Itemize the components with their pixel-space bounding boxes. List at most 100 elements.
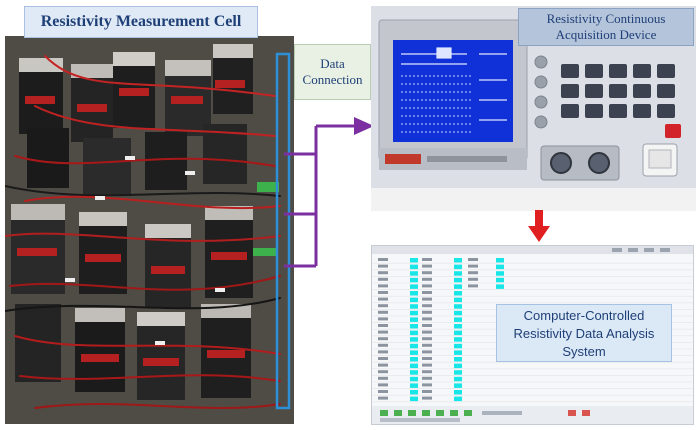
analysis-line-3: System (562, 344, 606, 359)
software-table-cell (454, 284, 462, 289)
software-table-cell (378, 383, 388, 387)
software-table-cell (378, 284, 388, 288)
software-table-cell (422, 343, 432, 347)
analysis-line-2: Resistivity Data Analysis (513, 326, 655, 341)
software-table-cell (422, 383, 432, 387)
software-table-cell (496, 258, 504, 263)
lcd-screen (393, 40, 513, 142)
software-table-cell (410, 370, 418, 375)
software-table-cell (422, 304, 432, 308)
software-table-cell (422, 324, 432, 327)
software-table-cell (378, 317, 388, 321)
software-table-cell (378, 343, 388, 347)
software-table-cell (454, 330, 462, 336)
software-table-cell (422, 271, 432, 275)
software-table-cell (422, 297, 432, 301)
software-table-cell (410, 277, 418, 283)
software-table-cell (422, 291, 432, 294)
software-table-cell (378, 396, 388, 400)
software-table-cell (410, 324, 418, 329)
software-table-cell (410, 258, 418, 263)
software-table-cell (468, 271, 478, 275)
software-table-cell (454, 343, 462, 349)
software-table-cell (378, 370, 388, 374)
software-table-cell (454, 383, 462, 388)
software-table-cell (378, 376, 388, 380)
software-table-cell (496, 264, 504, 270)
software-table-cell (378, 258, 388, 261)
software-table-cell (422, 310, 432, 314)
software-table-cell (468, 264, 478, 268)
software-table-cell (454, 350, 462, 355)
software-table-cell (422, 376, 432, 380)
software-table-cell (454, 264, 462, 270)
software-table-cell (454, 258, 462, 263)
software-table-cell (468, 277, 478, 281)
software-table-cell (422, 370, 432, 374)
software-table-cell (410, 337, 418, 342)
red-down-arrow-icon (528, 210, 550, 242)
software-table-cell (410, 383, 418, 388)
software-table-cell (410, 284, 418, 289)
software-table-cell (454, 396, 462, 402)
software-table-cell (410, 330, 418, 336)
software-table-cell (422, 277, 432, 281)
software-table-cell (454, 310, 462, 316)
software-table-cell (454, 337, 462, 342)
analysis-system-label: Computer-Controlled Resistivity Data Ana… (496, 304, 672, 362)
software-table-cell (422, 357, 432, 360)
software-table-cell (422, 284, 432, 288)
software-table-cell (410, 264, 418, 270)
device-title-line-1: Resistivity Continuous (546, 11, 666, 26)
measurement-cell-photo (5, 36, 294, 424)
software-table-cell (378, 337, 388, 341)
software-table-cell (468, 284, 478, 288)
software-table-cell (422, 396, 432, 400)
software-table-cell (410, 350, 418, 355)
software-table-cell (410, 357, 418, 362)
software-table-cell (496, 284, 504, 289)
software-table-cell (378, 350, 388, 354)
device-title-line-2: Acquisition Device (555, 27, 657, 42)
analysis-line-1: Computer-Controlled (523, 308, 645, 323)
software-table-cell (378, 363, 388, 367)
software-table-cell (422, 390, 432, 393)
software-table-cell (454, 271, 462, 276)
software-table-cell (496, 271, 504, 276)
software-table-cell (454, 357, 462, 362)
software-table-cell (378, 357, 388, 360)
software-table-cell (422, 264, 432, 268)
software-table-cell (410, 363, 418, 369)
software-table-cell (422, 350, 432, 354)
software-table-cell (454, 317, 462, 322)
software-table-cell (410, 304, 418, 309)
software-table-cell (410, 271, 418, 276)
software-table-cell (422, 317, 432, 321)
software-table-cell (468, 258, 478, 261)
connection-bracket (275, 52, 291, 410)
software-table-cell (378, 264, 388, 268)
data-connection-line-1: Data (320, 55, 345, 71)
software-table-cell (378, 324, 388, 327)
software-table-cell (410, 396, 418, 402)
software-table-cell (410, 291, 418, 296)
software-table-cell (378, 297, 388, 301)
software-table-cell (378, 271, 388, 275)
software-table-cell (410, 317, 418, 322)
software-table-cell (410, 297, 418, 303)
software-table-cell (422, 258, 432, 261)
software-table-cell (378, 390, 388, 393)
software-table-cell (454, 324, 462, 329)
cell-title-label: Resistivity Measurement Cell (24, 6, 258, 38)
purple-connection-arrow (284, 117, 374, 268)
data-connection-line-2: Connection (302, 72, 363, 87)
software-table-cell (378, 304, 388, 308)
software-table-cell (378, 277, 388, 281)
software-table-cell (454, 304, 462, 309)
device-title-label: Resistivity Continuous Acquisition Devic… (518, 8, 694, 46)
software-table-cell (410, 310, 418, 316)
software-table-cell (454, 277, 462, 283)
software-table-cell (454, 363, 462, 369)
software-table-cell (422, 363, 432, 367)
software-table-cell (378, 330, 388, 334)
